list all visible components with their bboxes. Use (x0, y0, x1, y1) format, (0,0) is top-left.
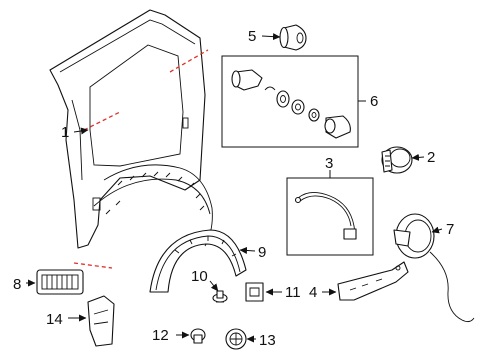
callout-13: 13 (259, 332, 276, 349)
leader-9 (239, 246, 256, 254)
rivet (190, 328, 206, 344)
cable-assembly (294, 192, 357, 240)
lock-kit (231, 69, 351, 139)
callout-5: 5 (248, 28, 256, 45)
leader-2 (411, 153, 425, 161)
callout-12: 12 (152, 327, 169, 344)
bracket (337, 261, 409, 301)
leader-5 (261, 33, 281, 41)
callout-8: 8 (13, 276, 21, 293)
callout-1: 1 (61, 124, 69, 141)
filler-housing (393, 213, 475, 323)
clip (245, 282, 264, 302)
leader-1 (73, 127, 89, 135)
callout-11: 11 (285, 284, 301, 301)
callout-9: 9 (258, 244, 266, 261)
callout-7: 7 (446, 221, 454, 238)
wheelhouse-liner (149, 229, 247, 293)
quarter-panel (49, 9, 213, 249)
callout-2: 2 (427, 149, 435, 166)
grommet (225, 328, 247, 350)
cable-box (286, 177, 374, 256)
side-marker (36, 269, 84, 295)
callout-3: 3 (325, 155, 333, 172)
fuel-door (381, 146, 413, 174)
reinforcement (87, 295, 115, 347)
cut-lines (73, 49, 209, 269)
callout-14: 14 (46, 311, 63, 328)
push-pin (212, 290, 228, 303)
callout-10: 10 (191, 268, 208, 285)
leader-7 (431, 226, 443, 234)
callout-4: 4 (309, 284, 317, 301)
leader-10 (209, 280, 219, 292)
lock-cylinder (279, 24, 307, 51)
callout-6: 6 (370, 93, 378, 110)
